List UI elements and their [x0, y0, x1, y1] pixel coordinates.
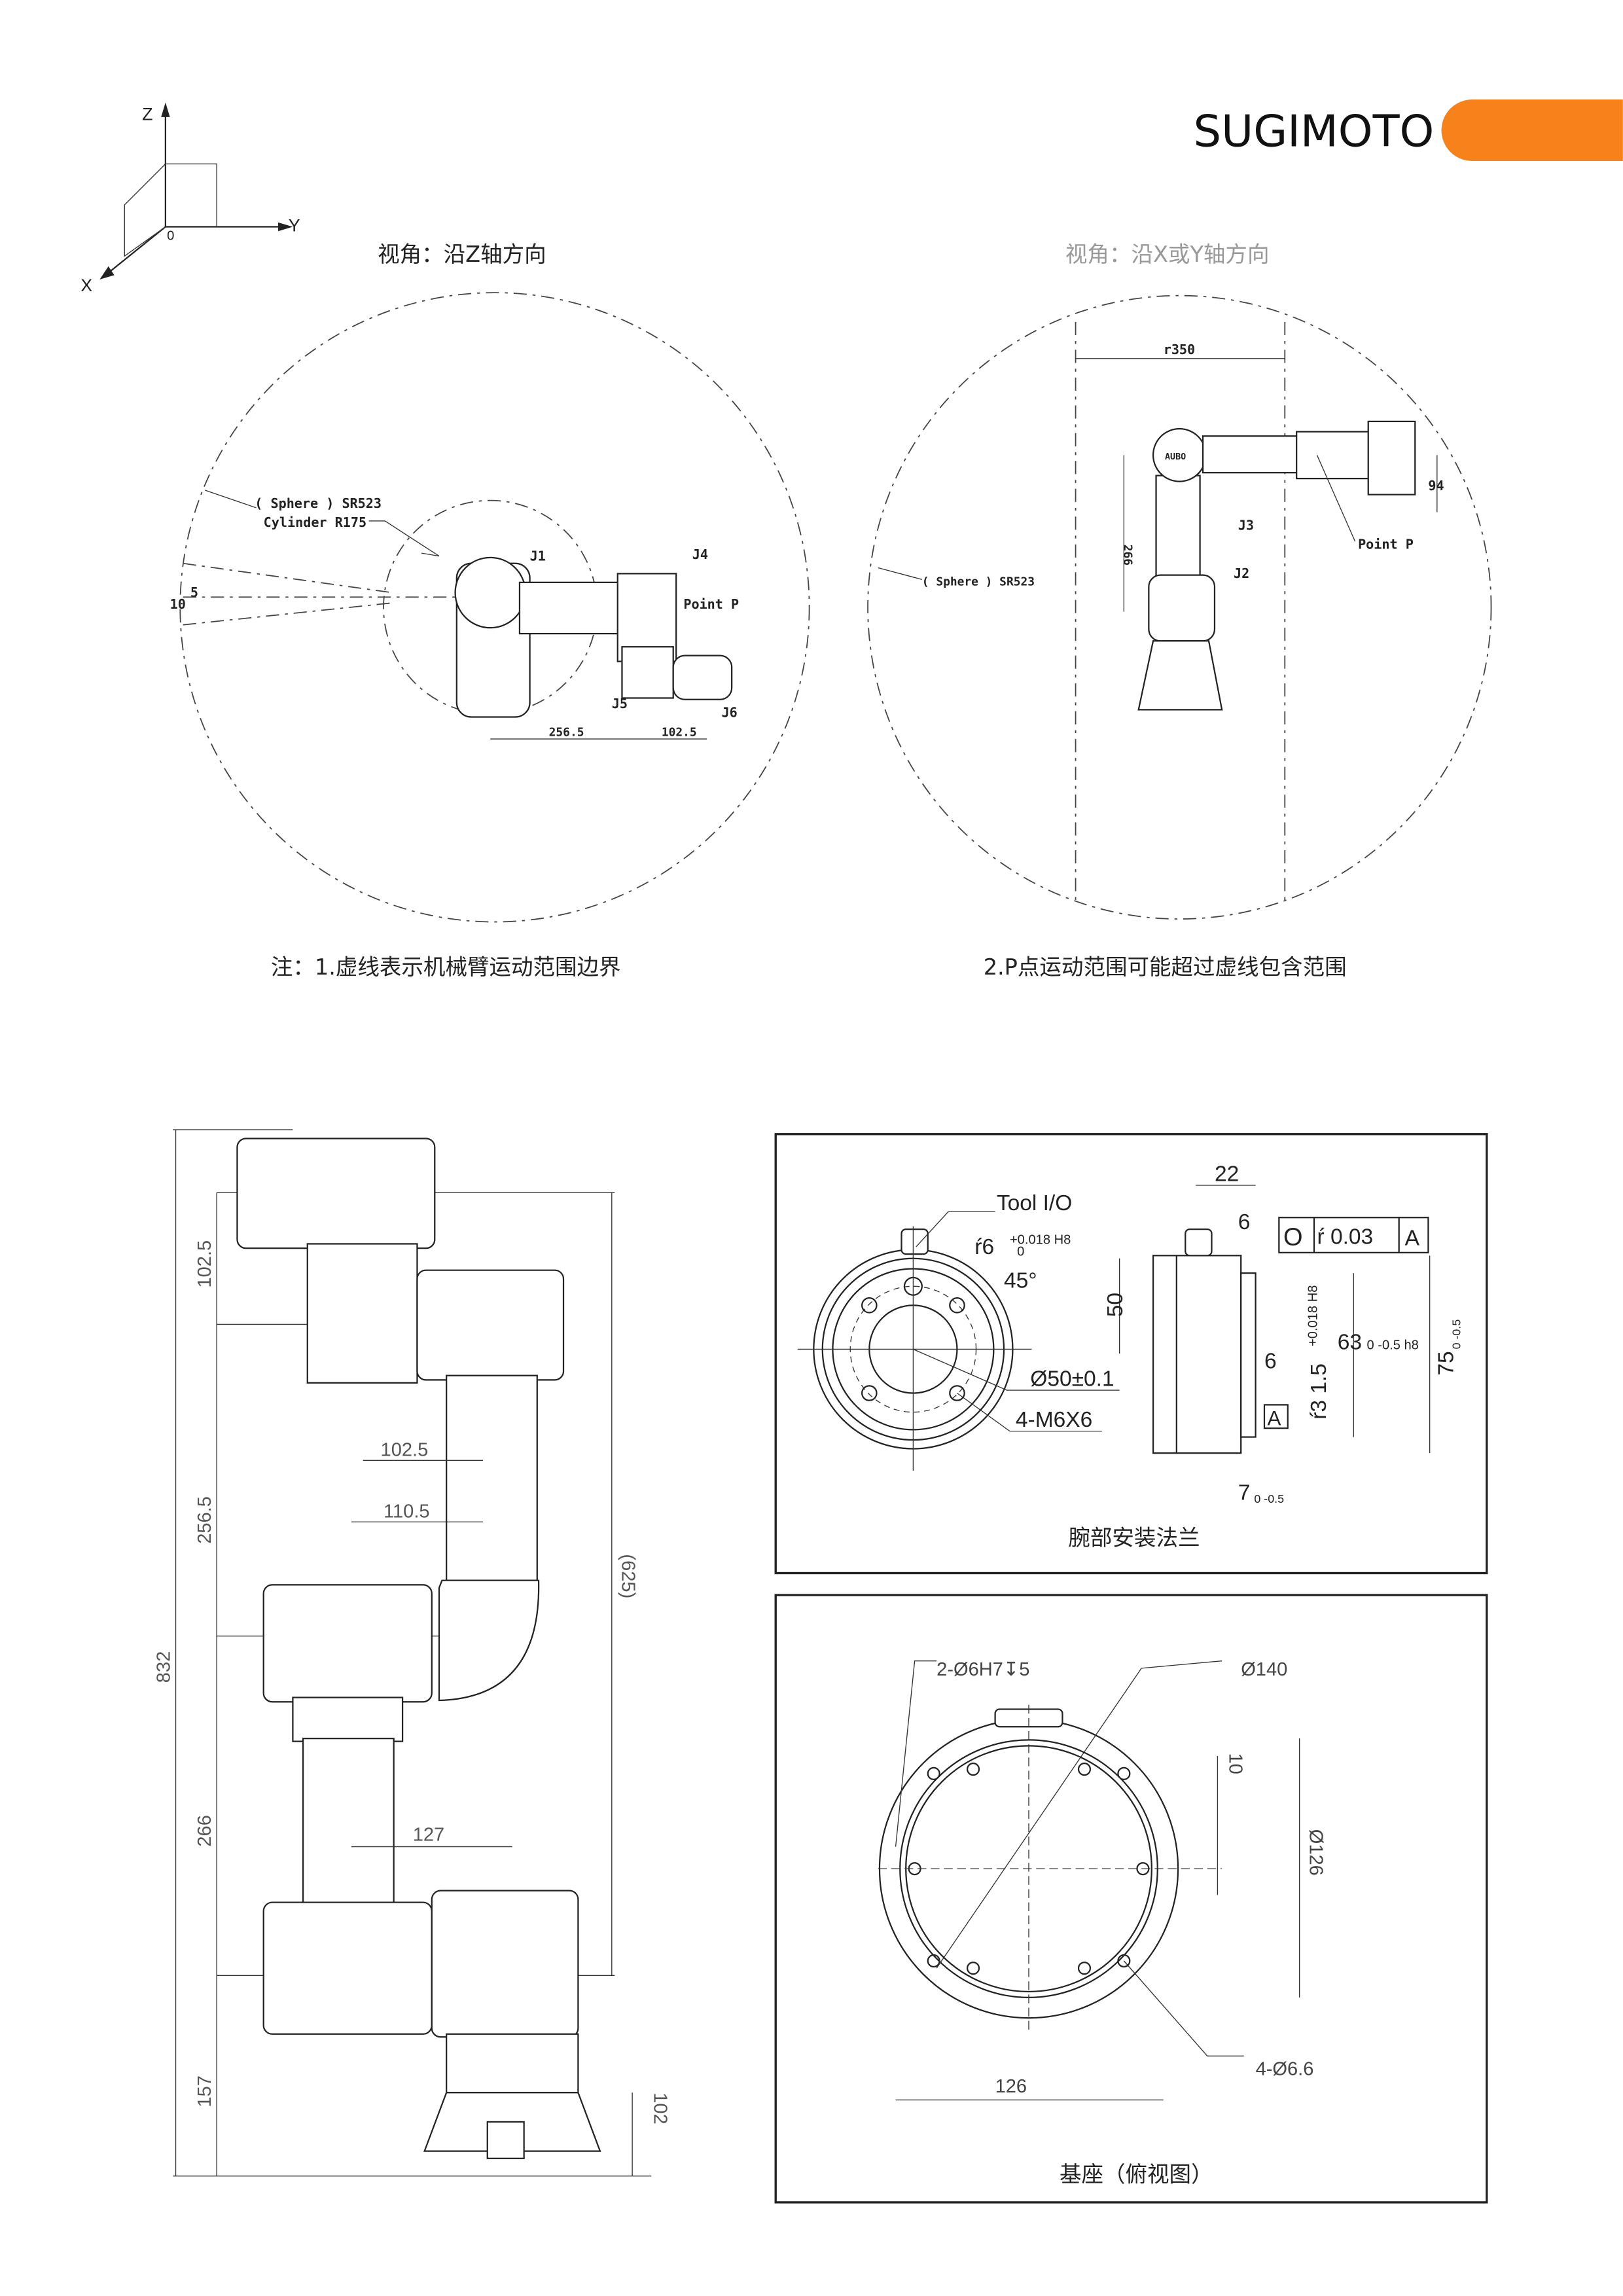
pin-holes-label: 2-Ø6H7↧5 — [936, 1659, 1029, 1680]
cylinder-label: Cylinder R175 — [264, 514, 366, 530]
base-top-view-panel: 2-Ø6H7↧5 Ø140 10 Ø126 126 4-Ø6.6 基座（俯视图） — [774, 1594, 1488, 2204]
arm-dimension-drawing: 102.5 256.5 832 266 157 (625) 102.5 110.… — [154, 1129, 671, 2177]
sphere-label-side: ( Sphere ) SR523 — [922, 575, 1035, 588]
side-view-caption: 视角：沿X或Y轴方向 — [1065, 242, 1270, 267]
brand-header: SUGIMOTO — [1194, 99, 1623, 161]
dim-256-5: 256.5 — [194, 1496, 215, 1544]
dim-127: 127 — [413, 1825, 444, 1846]
joint-j2-label: J2 — [1234, 565, 1249, 581]
dim-102-5-horizontal: 102.5 — [381, 1440, 429, 1461]
dim-266: 266 — [194, 1815, 215, 1846]
dim-31-5-tolerance: +0.018 H8 — [1306, 1285, 1320, 1346]
wrist-flange-panel: Tool I/O ŕ6 +0.018 H8 0 45° Ø50±0.1 4-M6… — [774, 1133, 1488, 1575]
dim-102-5-vertical: 102.5 — [194, 1240, 215, 1288]
flange-caption: 腕部安装法兰 — [1068, 1525, 1200, 1551]
dim-50: 50 — [1103, 1293, 1128, 1317]
dim-256-5: 256.5 — [549, 726, 584, 740]
sphere-label: ( Sphere ) SR523 — [255, 495, 382, 511]
joint-j6-label: J6 — [721, 705, 737, 721]
dim-157: 157 — [194, 2075, 215, 2107]
dim-22: 22 — [1215, 1162, 1239, 1186]
base-caption: 基座（俯视图） — [1060, 2162, 1213, 2187]
hole-6-tolerance: +0.018 H8 — [1010, 1232, 1071, 1247]
dim-63-tolerance: 0 -0.5 h8 — [1366, 1338, 1418, 1352]
axis-origin-label: 0 — [167, 229, 174, 243]
axes-icon: Z Y X 0 — [80, 102, 300, 295]
dim-126: 126 — [995, 2076, 1027, 2097]
dim-7: 7 — [1238, 1481, 1251, 1505]
tool-io-label: Tool I/O — [997, 1191, 1073, 1215]
mounting-holes-label: 4-Ø6.6 — [1256, 2058, 1314, 2079]
dim-7-tolerance: 0 -0.5 — [1254, 1492, 1284, 1505]
joint-j3-label: J3 — [1238, 517, 1254, 533]
dim-126-diameter: Ø126 — [1305, 1829, 1326, 1876]
dim-832: 832 — [154, 1651, 175, 1683]
axis-x-label: X — [80, 276, 92, 295]
joint-j4-label: J4 — [692, 547, 708, 562]
dim-110-5: 110.5 — [383, 1501, 430, 1522]
angle-10-label: 10 — [170, 596, 186, 612]
circularity-symbol: O — [1283, 1224, 1303, 1251]
dim-75: 75 — [1434, 1351, 1458, 1375]
dim-63: 63 — [1338, 1330, 1362, 1354]
dim-r350: r350 — [1164, 342, 1195, 357]
hole-6-label: ŕ6 — [974, 1235, 994, 1259]
hole-6-tolerance-low: 0 — [1017, 1244, 1024, 1259]
tolerance-value: ŕ 0.03 — [1317, 1225, 1373, 1249]
sphere-boundary — [179, 292, 810, 923]
dim-102: 102 — [650, 2092, 671, 2124]
dim-75-tolerance: 0 -0.5 — [1450, 1319, 1463, 1350]
dim-10: 10 — [1224, 1753, 1245, 1774]
note-2: 2.P点运动范围可能超过虚线包含范围 — [984, 954, 1347, 980]
dim-140: Ø140 — [1241, 1659, 1287, 1680]
threads-label: 4-M6X6 — [1016, 1408, 1092, 1432]
top-view-caption: 视角：沿Z轴方向 — [378, 242, 546, 267]
joint-j1-label: J1 — [530, 548, 546, 564]
brand-accent-bar — [1441, 99, 1623, 161]
point-p-label-side: Point P — [1358, 536, 1414, 552]
sphere-boundary-side — [867, 295, 1492, 920]
side-view-diagram: r350 ( Sphere ) SR523 AUBO 266 94 J3 J2 … — [867, 295, 1492, 920]
dim-6-top: 6 — [1238, 1210, 1251, 1234]
joint-j5-label: J5 — [612, 696, 628, 711]
dim-6-mid: 6 — [1264, 1349, 1277, 1373]
point-p-label: Point P — [683, 596, 739, 612]
pcd-50-label: Ø50±0.1 — [1030, 1367, 1114, 1391]
dim-94: 94 — [1428, 478, 1444, 493]
dim-625: (625) — [617, 1554, 638, 1598]
dim-266-side: 266 — [1120, 545, 1134, 565]
angle-45-label: 45° — [1004, 1269, 1037, 1293]
datum-ref: A — [1405, 1227, 1420, 1251]
dim-31-5: ŕ3 1.5 — [1307, 1363, 1331, 1420]
axis-z-label: Z — [142, 104, 152, 124]
datum-a-label: A — [1267, 1407, 1281, 1430]
aubo-logo: AUBO — [1165, 452, 1186, 462]
dim-102-5: 102.5 — [662, 726, 697, 740]
note-1: 注：1.虚线表示机械臂运动范围边界 — [271, 954, 621, 980]
brand-logo-text: SUGIMOTO — [1194, 106, 1435, 157]
axis-y-label: Y — [289, 215, 300, 235]
top-view-diagram: ( Sphere ) SR523 Cylinder R175 5 10 J1 J… — [170, 292, 810, 923]
angle-5-label: 5 — [190, 584, 198, 600]
